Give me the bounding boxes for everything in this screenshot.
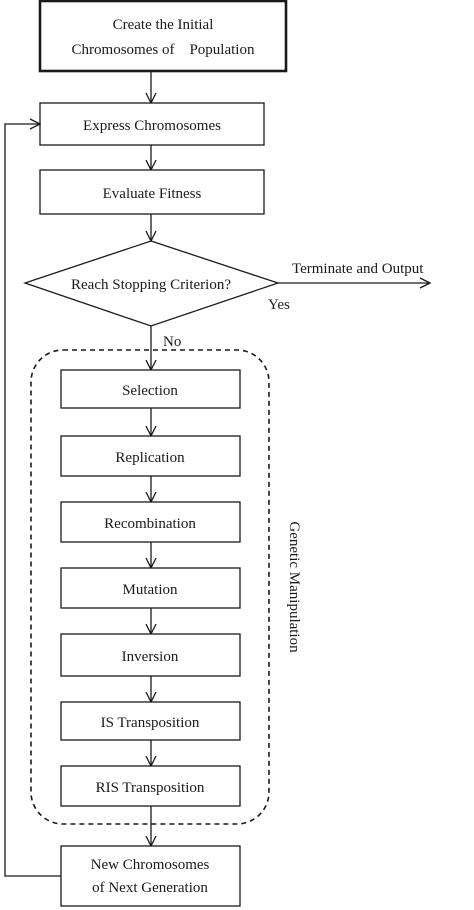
- no-label: No: [163, 334, 181, 350]
- express-label: Express Chromosomes: [83, 118, 221, 134]
- decision-node: Reach Stopping Criterion?: [22, 240, 281, 327]
- operation-selection: Selection: [60, 369, 241, 409]
- operation-label: Selection: [122, 383, 178, 399]
- operation-replication: Replication: [60, 435, 241, 477]
- express-node: Express Chromosomes: [39, 102, 265, 146]
- operation-label: RIS Transposition: [96, 780, 205, 796]
- operation-recombination: Recombination: [60, 501, 241, 543]
- operation-label: Mutation: [123, 582, 178, 598]
- genetic-manipulation-label: Genetic Manipulation: [286, 521, 302, 653]
- operation-mutation: Mutation: [60, 567, 241, 609]
- genetic-manipulation-group: Genetic Manipulation: [30, 349, 302, 825]
- decision-label: Reach Stopping Criterion?: [71, 277, 231, 293]
- operation-ris-transposition: RIS Transposition: [60, 765, 241, 807]
- new-generation-node: New Chromosomes of Next Generation: [60, 845, 241, 907]
- start-node: Create the Initial Chromosomes of Popula…: [38, 0, 288, 73]
- start-label-line2: Chromosomes of Population: [72, 42, 255, 58]
- operation-label: Replication: [115, 450, 185, 466]
- start-label-line1: Create the Initial: [113, 17, 214, 33]
- yes-label: Yes: [268, 297, 290, 313]
- operation-label: IS Transposition: [101, 715, 200, 731]
- terminate-label: Terminate and Output: [292, 261, 424, 277]
- end-label-line2: of Next Generation: [92, 880, 208, 896]
- operation-label: Inversion: [122, 649, 179, 665]
- arrow-loop-back-to-express: [4, 124, 61, 877]
- evaluate-label: Evaluate Fitness: [103, 186, 202, 202]
- operation-label: Recombination: [104, 516, 196, 532]
- evaluate-node: Evaluate Fitness: [39, 169, 265, 215]
- end-label-line1: New Chromosomes: [91, 857, 210, 873]
- operation-inversion: Inversion: [60, 633, 241, 677]
- operation-is-transposition: IS Transposition: [60, 701, 241, 741]
